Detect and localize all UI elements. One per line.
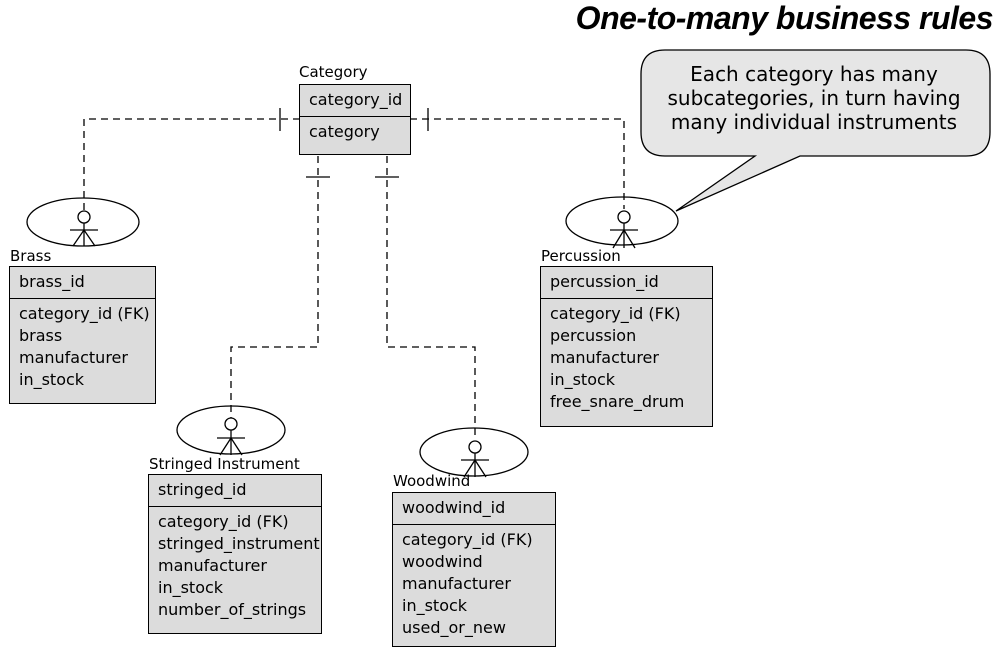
relationship-lines [83, 118, 625, 440]
percussion-attrs: category_id (FK) percussion manufacturer… [541, 299, 712, 417]
category-brass-line [83, 118, 300, 210]
brass-entity: brass_id category_id (FK) brass manufact… [9, 266, 156, 404]
stringed-entity-name: Stringed Instrument [149, 455, 300, 473]
category-pk: category_id [300, 85, 410, 117]
woodwind-entity: woodwind_id category_id (FK) woodwind ma… [392, 492, 556, 647]
attr-row: manufacturer [158, 556, 267, 575]
category-entity-name: Category [299, 63, 368, 81]
brass-entity-name: Brass [10, 247, 52, 265]
attr-row: woodwind [402, 552, 483, 571]
attr-row: free_snare_drum [550, 392, 685, 411]
attr-row: category_id (FK) [550, 304, 681, 323]
attr-row: in_stock [158, 578, 224, 597]
attr-row: category_id (FK) [158, 512, 289, 531]
attr-row: used_or_new [402, 618, 506, 637]
callout-line: subcategories, in turn having [667, 86, 961, 110]
woodwind-entity-name: Woodwind [393, 472, 471, 490]
many-marker-percussion [565, 196, 679, 249]
category-stringed-line [230, 156, 319, 418]
many-marker-brass [26, 197, 140, 247]
woodwind-attrs: category_id (FK) woodwind manufacturer i… [393, 525, 555, 643]
brass-attrs: category_id (FK) brass manufacturer in_s… [10, 299, 155, 395]
attr-row: number_of_strings [158, 600, 307, 619]
category-percussion-line [410, 118, 625, 209]
attr-row: in_stock [19, 370, 85, 389]
many-marker-woodwind [419, 427, 529, 478]
stringed-pk: stringed_id [149, 475, 321, 507]
attr-row: category [309, 122, 380, 141]
page-title: One-to-many business rules [575, 0, 994, 36]
brass-pk: brass_id [10, 267, 155, 299]
woodwind-pk: woodwind_id [393, 493, 555, 525]
stringed-attrs: category_id (FK) stringed_instrument man… [149, 507, 321, 625]
attr-row: category_id (FK) [402, 530, 533, 549]
percussion-pk: percussion_id [541, 267, 712, 299]
callout-text: Each category has many subcategories, in… [655, 62, 973, 134]
attr-row: in_stock [550, 370, 616, 389]
attr-row: stringed_instrument [158, 534, 320, 553]
percussion-entity: percussion_id category_id (FK) percussio… [540, 266, 713, 427]
category-attrs: category [300, 117, 410, 147]
callout-line: Each category has many [690, 62, 938, 86]
percussion-entity-name: Percussion [541, 247, 621, 265]
attr-row: manufacturer [19, 348, 128, 367]
attr-row: manufacturer [402, 574, 511, 593]
stringed-entity: stringed_id category_id (FK) stringed_in… [148, 474, 322, 634]
category-woodwind-line [386, 156, 476, 440]
many-marker-stringed [176, 405, 286, 456]
attr-row: in_stock [402, 596, 468, 615]
callout-line: many individual instruments [670, 110, 958, 134]
attr-row: manufacturer [550, 348, 659, 367]
callout-bubble [640, 49, 991, 212]
attr-row: category_id (FK) [19, 304, 150, 323]
attr-row: brass [19, 326, 63, 345]
attr-row: percussion [550, 326, 637, 345]
one-markers [279, 108, 429, 178]
category-entity: category_id category [299, 84, 411, 155]
